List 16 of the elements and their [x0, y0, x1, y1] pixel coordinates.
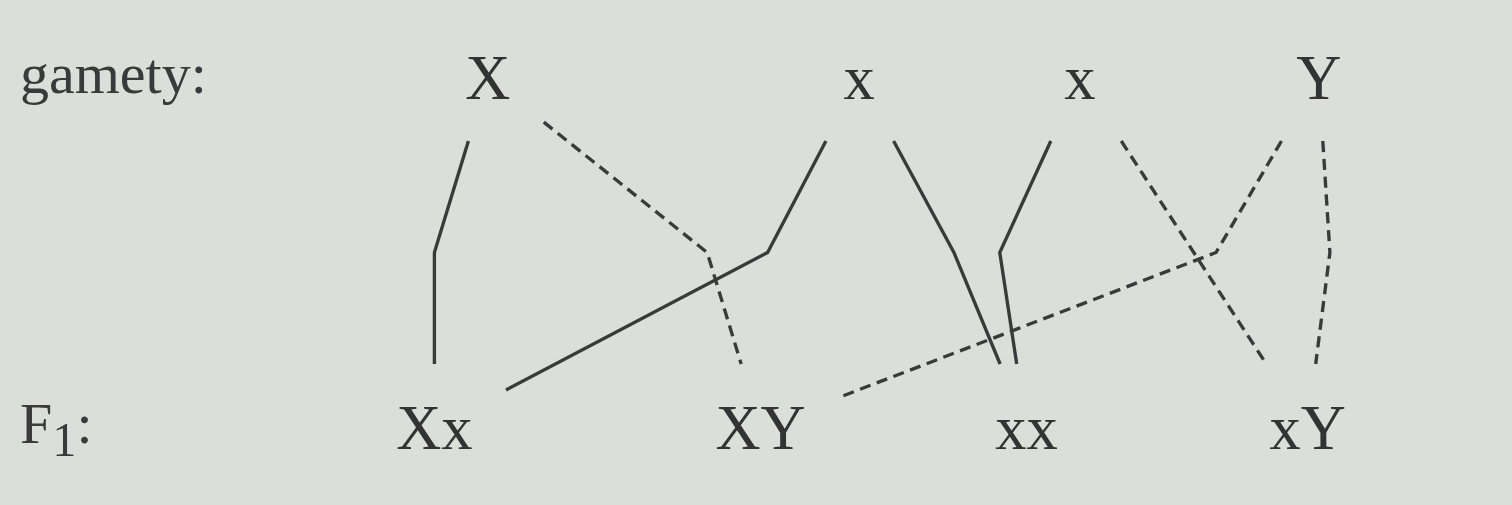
- genotype-label: x: [843, 42, 875, 113]
- connector-line: [998, 140, 1053, 365]
- connector-line: [1314, 140, 1332, 365]
- connector-line: [505, 140, 828, 392]
- genotype-label: xx: [995, 392, 1058, 463]
- connector-line: [892, 140, 1002, 365]
- genotype-label: x: [1064, 42, 1096, 113]
- genotype-label: XY: [715, 392, 806, 463]
- row-label: gamety:: [20, 40, 207, 107]
- connector-line: [542, 120, 743, 365]
- genotype-label: Y: [1296, 42, 1342, 113]
- row-label: F$_{1}$:: [20, 390, 93, 467]
- genotype-label: xY: [1269, 392, 1346, 463]
- genotype-label: X: [465, 42, 511, 113]
- genotype-label: Xx: [396, 392, 473, 463]
- connector-line: [432, 140, 470, 364]
